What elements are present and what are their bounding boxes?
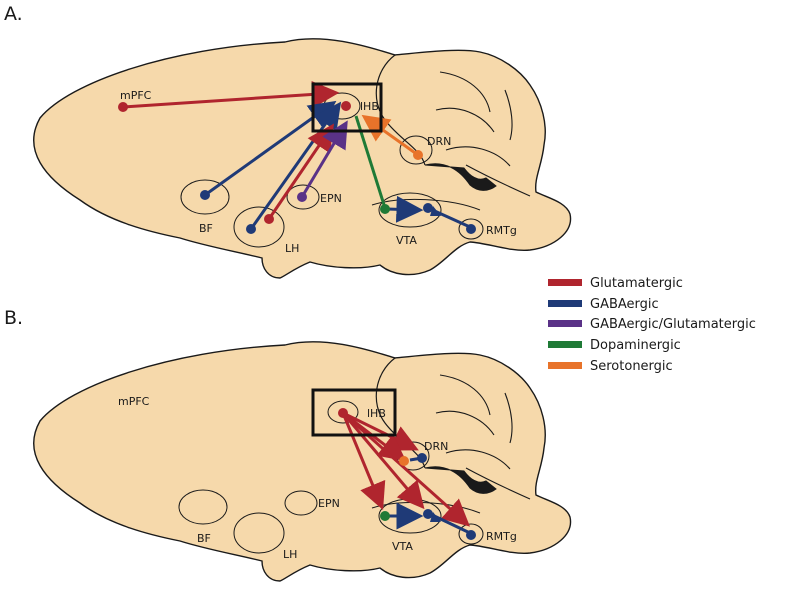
label-bf-b: BF [197, 532, 211, 545]
panel-a: A. mPFC lHB D [4, 3, 572, 279]
rmtg-outline-b [458, 523, 484, 545]
rmtg-neuron-b [466, 530, 476, 540]
projection-drn-to-lhb-a [361, 114, 419, 157]
drn-outline-a [399, 135, 433, 165]
projection-bf-to-lhb-a [204, 100, 337, 197]
label-lh-b: LH [283, 548, 297, 561]
lhb-neuron-a [341, 101, 351, 111]
legend-label-gabaergic-glutamatergic: GABAergic/Glutamatergic [590, 317, 756, 332]
label-mpfc-b: mPFC [118, 395, 150, 408]
legend-swatch-glutamatergic [548, 279, 582, 286]
label-lhb-a: lHB [360, 100, 379, 113]
projection-vta-local-a [386, 195, 424, 223]
epn-neuron-a [297, 192, 307, 202]
label-lh-a: LH [285, 242, 299, 255]
label-rmtg-b: RMTg [486, 530, 517, 543]
legend-swatch-dopaminergic [548, 341, 582, 348]
drn-neuron-a [413, 150, 423, 160]
label-vta-b: VTA [392, 540, 413, 553]
drn-5ht-neuron-b [399, 456, 409, 466]
label-bf-a: BF [199, 222, 213, 235]
projection-lhb-to-vta-da-b [341, 412, 386, 510]
projection-mpfc-to-lhb-a [122, 80, 340, 109]
brain-outline-b [33, 341, 572, 582]
panel-b: B. mPFC lHB DRN BF [4, 307, 572, 582]
legend-label-gabaergic: GABAergic [590, 297, 659, 312]
bf-outline-b [178, 489, 228, 525]
projection-lh-glut-to-lhb-a [267, 123, 335, 220]
epn-outline-a [286, 184, 320, 210]
lh-gaba-neuron-a [246, 224, 256, 234]
label-drn-a: DRN [427, 135, 451, 148]
mpfc-neuron-a [118, 102, 128, 112]
lhb-highlight-box-a [311, 82, 383, 133]
rmtg-outline-a [458, 218, 484, 240]
lh-outline-a [233, 206, 285, 248]
legend-swatch-serotonergic [548, 362, 582, 369]
label-drn-b: DRN [424, 440, 448, 453]
legend-swatch-gabaergic-glutamatergic [548, 320, 582, 327]
legend-label-glutamatergic: Glutamatergic [590, 276, 683, 291]
lhb-neuron-b [338, 408, 348, 418]
vta-gaba-neuron-a [423, 203, 433, 213]
bf-outline-a [180, 179, 230, 215]
vta-da-neuron-b [380, 511, 390, 521]
projection-lhb-to-vta-gaba-b [341, 412, 425, 510]
lh-glut-neuron-a [264, 214, 274, 224]
projection-lhb-to-rmtg-b [342, 411, 471, 527]
legend: Glutamatergic GABAergic GABAergic/Glutam… [548, 276, 756, 374]
legend-swatch-gabaergic [548, 300, 582, 307]
rmtg-neuron-a [466, 224, 476, 234]
panel-a-letter: A. [4, 3, 23, 25]
epn-outline-b [284, 490, 318, 516]
label-mpfc-a: mPFC [120, 89, 152, 102]
panel-b-letter: B. [4, 307, 23, 329]
lh-outline-b [233, 512, 285, 554]
label-vta-a: VTA [396, 234, 417, 247]
label-rmtg-a: RMTg [486, 224, 517, 237]
drn-gaba-neuron-b [417, 453, 427, 463]
label-epn-a: EPN [320, 192, 342, 205]
vta-outline-a [378, 192, 442, 228]
legend-label-dopaminergic: Dopaminergic [590, 338, 681, 353]
lhb-highlight-box-b [311, 388, 397, 437]
vta-da-neuron-a [380, 204, 390, 214]
bf-neuron-a [200, 190, 210, 200]
lhb-outline-b [327, 400, 359, 424]
projection-epn-to-lhb-a [300, 120, 348, 198]
label-lhb-b: lHB [367, 407, 386, 420]
label-epn-b: EPN [318, 497, 340, 510]
legend-label-serotonergic: Serotonergic [590, 359, 673, 374]
vta-gaba-neuron-b [423, 509, 433, 519]
